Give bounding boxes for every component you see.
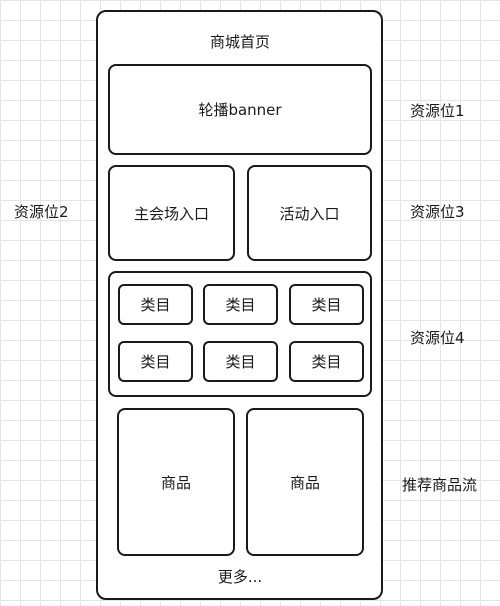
resource-slot-1-label: 资源位1 (410, 102, 465, 120)
recommended-feed-label: 推荐商品流 (402, 476, 478, 494)
activity-box: 活动入口 (247, 165, 372, 261)
activity-label: 活动入口 (279, 204, 340, 223)
main-venue-box: 主会场入口 (108, 165, 235, 261)
more-label: 更多... (217, 568, 263, 586)
resource-slot-4-label: 资源位4 (410, 329, 465, 347)
product-label: 商品 (289, 473, 320, 492)
product-label: 商品 (160, 473, 191, 492)
banner-box: 轮播banner (108, 64, 372, 155)
page-title: 商城首页 (209, 33, 270, 51)
product-card: 商品 (246, 408, 364, 556)
category-item: 类目 (203, 341, 278, 382)
category-item: 类目 (289, 341, 364, 382)
category-item: 类目 (118, 284, 193, 325)
product-card: 商品 (117, 408, 235, 556)
category-item: 类目 (203, 284, 278, 325)
main-venue-label: 主会场入口 (133, 204, 209, 223)
resource-slot-3-label: 资源位3 (410, 203, 465, 221)
resource-slot-2-label: 资源位2 (14, 203, 69, 221)
category-item: 类目 (118, 341, 193, 382)
category-item: 类目 (289, 284, 364, 325)
banner-label: 轮播banner (198, 101, 282, 119)
